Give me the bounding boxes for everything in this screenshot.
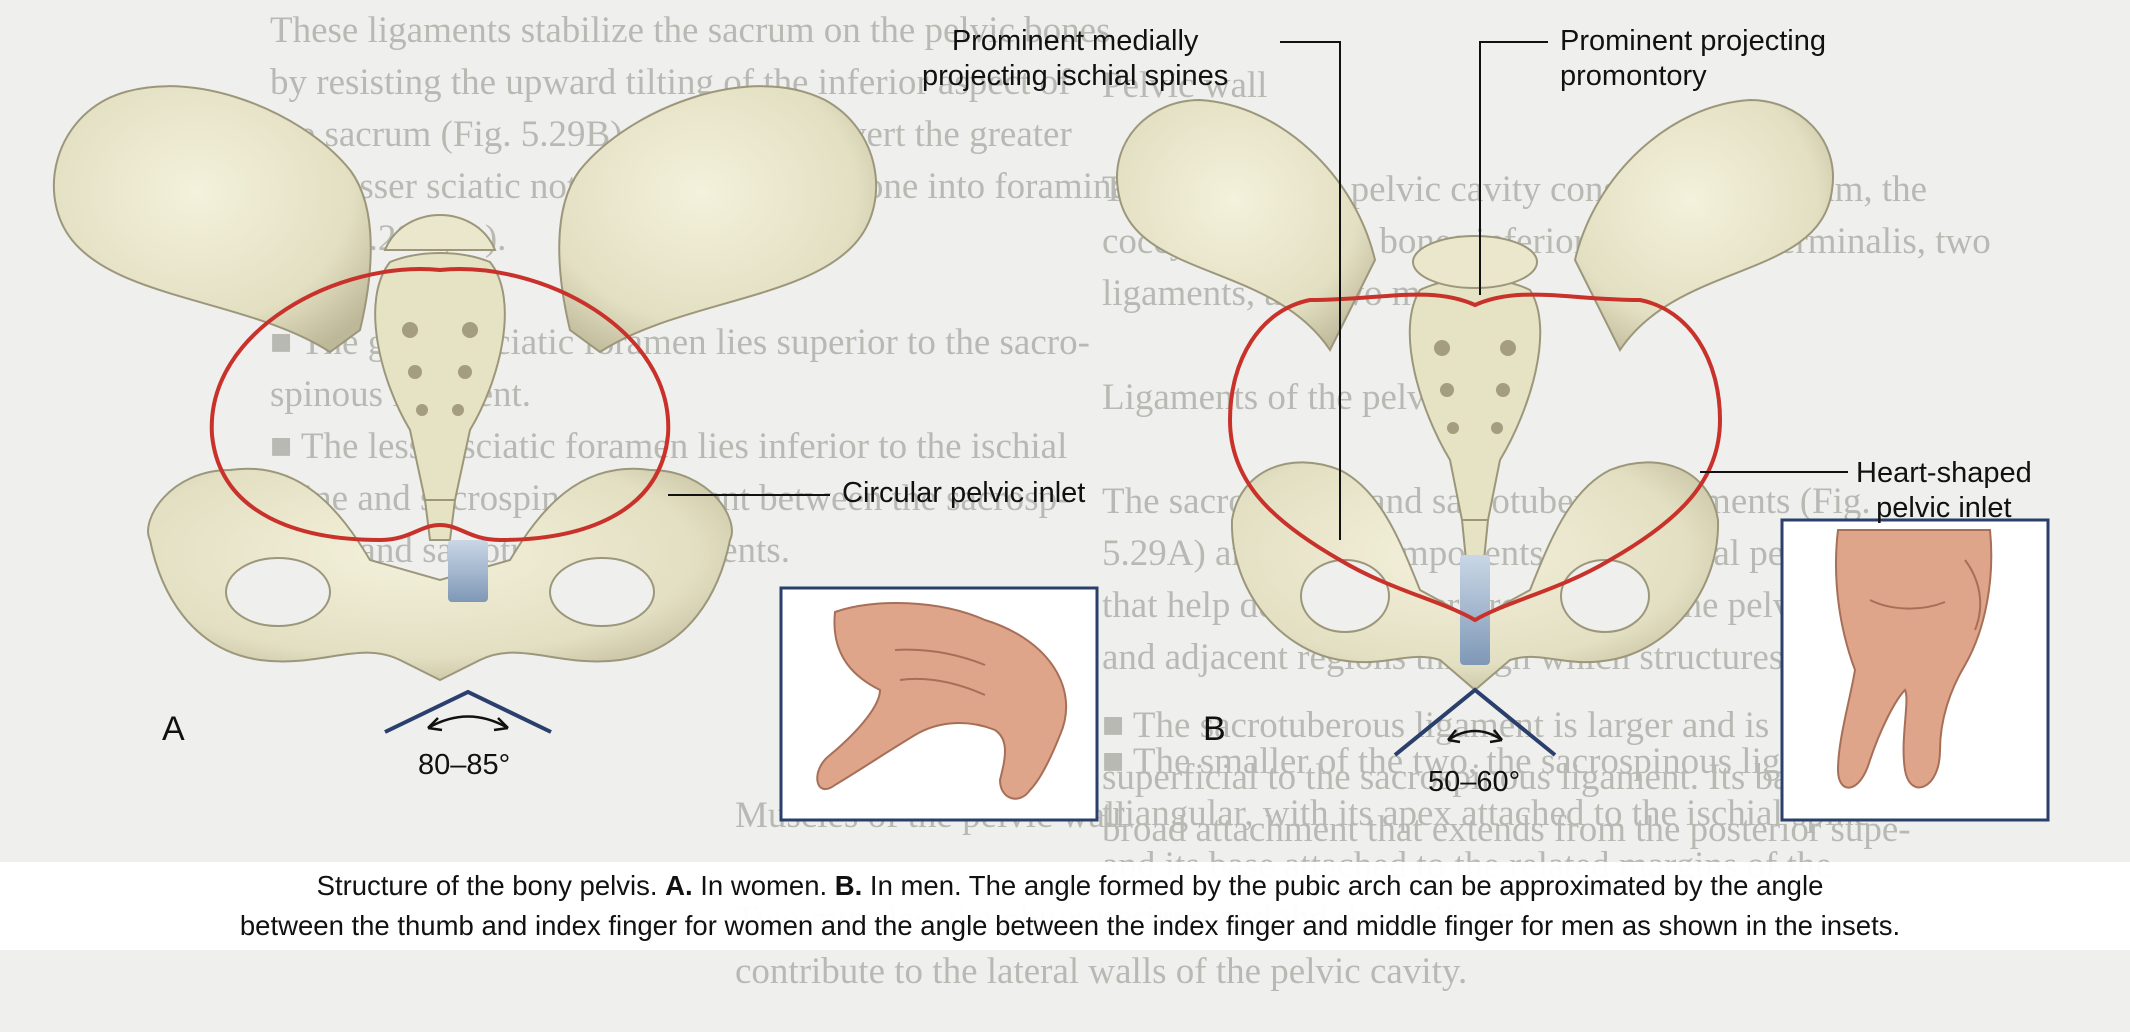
male-left-ilium [1115,98,1377,352]
female-circular-inlet-outline [209,267,671,543]
female-left-obturator-foramen [225,557,331,627]
male-coccyx [1460,519,1490,561]
background-text-line: superficial to the sacrospinous ligament… [1102,757,1905,798]
male-sacrum [1408,277,1542,521]
female-pubic-symphysis [448,540,488,602]
background-text-line: Pelvic wall [1102,65,1268,106]
male-lower-pelvis [1230,461,1720,692]
promontory-label: Prominent projecting promontory [1560,24,1826,94]
male-pubic-symphysis [1460,555,1490,665]
male-hand [1835,529,1993,789]
male-pelvis [1115,41,1848,757]
female-angle-arrow [427,715,509,730]
caption-line2: between the thumb and index finger for w… [239,910,1901,941]
background-text-line: by resisting the upward tilting of the i… [270,62,1071,103]
ischial-spines-leader [1280,41,1341,540]
caption-part2: In women. [692,870,835,901]
male-angle-label: 50–60° [1428,766,1521,798]
panel-b-label: B [1203,710,1226,748]
background-text-line: contribute to the lateral walls of the p… [735,951,1468,992]
background-text-line: triangular, with its apex attached to th… [1102,793,1871,834]
background-text-line: ■ The sacrotuberous ligament is larger a… [1102,705,1770,746]
caption-b-bold: B. [834,870,863,901]
caption-part1: Structure of the bony pelvis. [316,870,666,901]
promontory-label-line1: Prominent projecting [1560,25,1826,57]
background-text-line: broad attachment that extends from the p… [1102,809,1911,850]
male-pubic-arch-line [1393,687,1557,757]
female-coccyx [423,499,457,541]
female-pelvis [52,85,878,734]
ischial-spines-label: Prominent medially projecting ischial sp… [922,24,1228,94]
female-lower-pelvis [147,467,733,682]
caption-a-bold: A. [665,870,693,901]
male-sacral-foramina [1434,340,1516,434]
male-heart-inlet-outline [1227,292,1723,623]
heart-inlet-label-line1: Heart-shaped [1856,457,2032,489]
heart-inlet-label-line2: pelvic inlet [1876,492,2012,524]
female-sacrum [374,252,506,501]
ischial-spines-label-line1: Prominent medially [951,25,1199,57]
panel-a-label: A [162,710,185,748]
background-text-column-4: ■ The sacrotuberous ligament is larger a… [1102,700,1911,856]
male-angle-arrow [1447,729,1503,742]
figure-caption: Structure of the bony pelvis. A. In wome… [0,862,2130,950]
caption-part3: In men. The angle formed by the pubic ar… [862,870,1824,901]
female-sacral-foramina [402,322,478,416]
male-right-obturator-foramen [1560,559,1650,633]
female-hand-inset [779,586,1099,822]
female-l5-vertebra [383,213,497,251]
male-l5-vertebra [1412,235,1538,289]
ischial-spines-label-line2: projecting ischial spines [922,60,1229,92]
female-pubic-arch-line [384,689,552,734]
promontory-label-line2: promontory [1560,60,1707,92]
female-right-ilium [558,85,878,354]
heart-inlet-label: Heart-shaped pelvic inlet [1856,456,2032,526]
male-hand-inset [1780,518,2050,822]
female-angle-label: 80–85° [418,749,511,781]
background-text-line: ■ The smaller of the two, the sacrospino… [1102,741,1914,782]
promontory-leader [1479,41,1548,295]
male-right-ilium [1573,98,1835,352]
circular-inlet-label: Circular pelvic inlet [842,477,1086,509]
female-left-ilium [52,85,372,354]
background-text-line: These ligaments stabilize the sacrum on … [270,10,1111,51]
caption-text: Structure of the bony pelvis. A. In wome… [20,866,2120,946]
female-right-obturator-foramen [549,557,655,627]
female-hand [816,602,1068,800]
male-left-obturator-foramen [1300,559,1390,633]
